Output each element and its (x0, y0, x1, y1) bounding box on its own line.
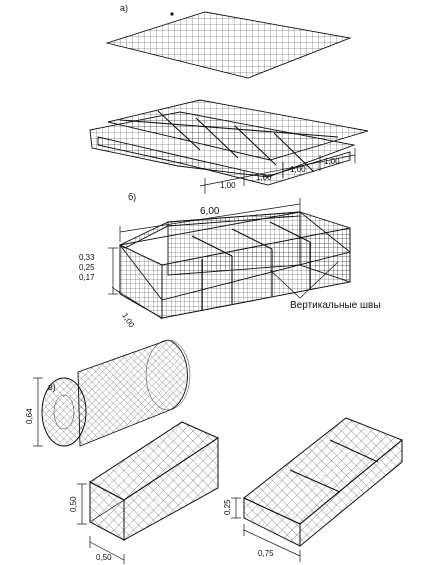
mattress-height-label: 0,25 (223, 499, 232, 515)
tall-box-height-label: 0,50 (69, 496, 78, 512)
panel-a-label: а) (120, 3, 128, 13)
gabion-box (119, 211, 351, 319)
tall-box-width-label: 0,50 (96, 553, 112, 562)
segment-label: 1,00 (220, 181, 236, 190)
tall-box-gabion (89, 421, 220, 541)
mattress-gabion (243, 417, 403, 548)
flat-mesh-sheet (105, 11, 352, 79)
tall-box-dimensions: 0,50 0,50 (69, 483, 125, 564)
height-label: 0,25 (79, 263, 95, 272)
segment-label: 1,00 (256, 173, 272, 182)
panel-b-label: б) (128, 192, 136, 202)
segment-label: 1,00 (290, 165, 306, 174)
mattress-width-label: 0,75 (258, 549, 274, 558)
segment-label: 1,00 (324, 157, 340, 166)
panel-a-dimensions: 1,00 1,00 1,00 1,00 (199, 148, 356, 194)
height-label: 0,17 (79, 273, 95, 282)
cylinder-dimension: 0,64 (25, 377, 43, 447)
cylinder-diameter-label: 0,64 (25, 408, 34, 424)
vertical-seams-callout: Вертикальные швы (290, 300, 381, 311)
mattress-dimensions: 0,25 0,75 (223, 497, 301, 562)
unfolded-gabion-mesh (89, 99, 369, 186)
height-label: 0,33 (79, 253, 95, 262)
box-width-label: 1,00 (120, 311, 136, 329)
box-length-label: 6,00 (200, 206, 220, 217)
cylinder-gabion (41, 339, 191, 447)
